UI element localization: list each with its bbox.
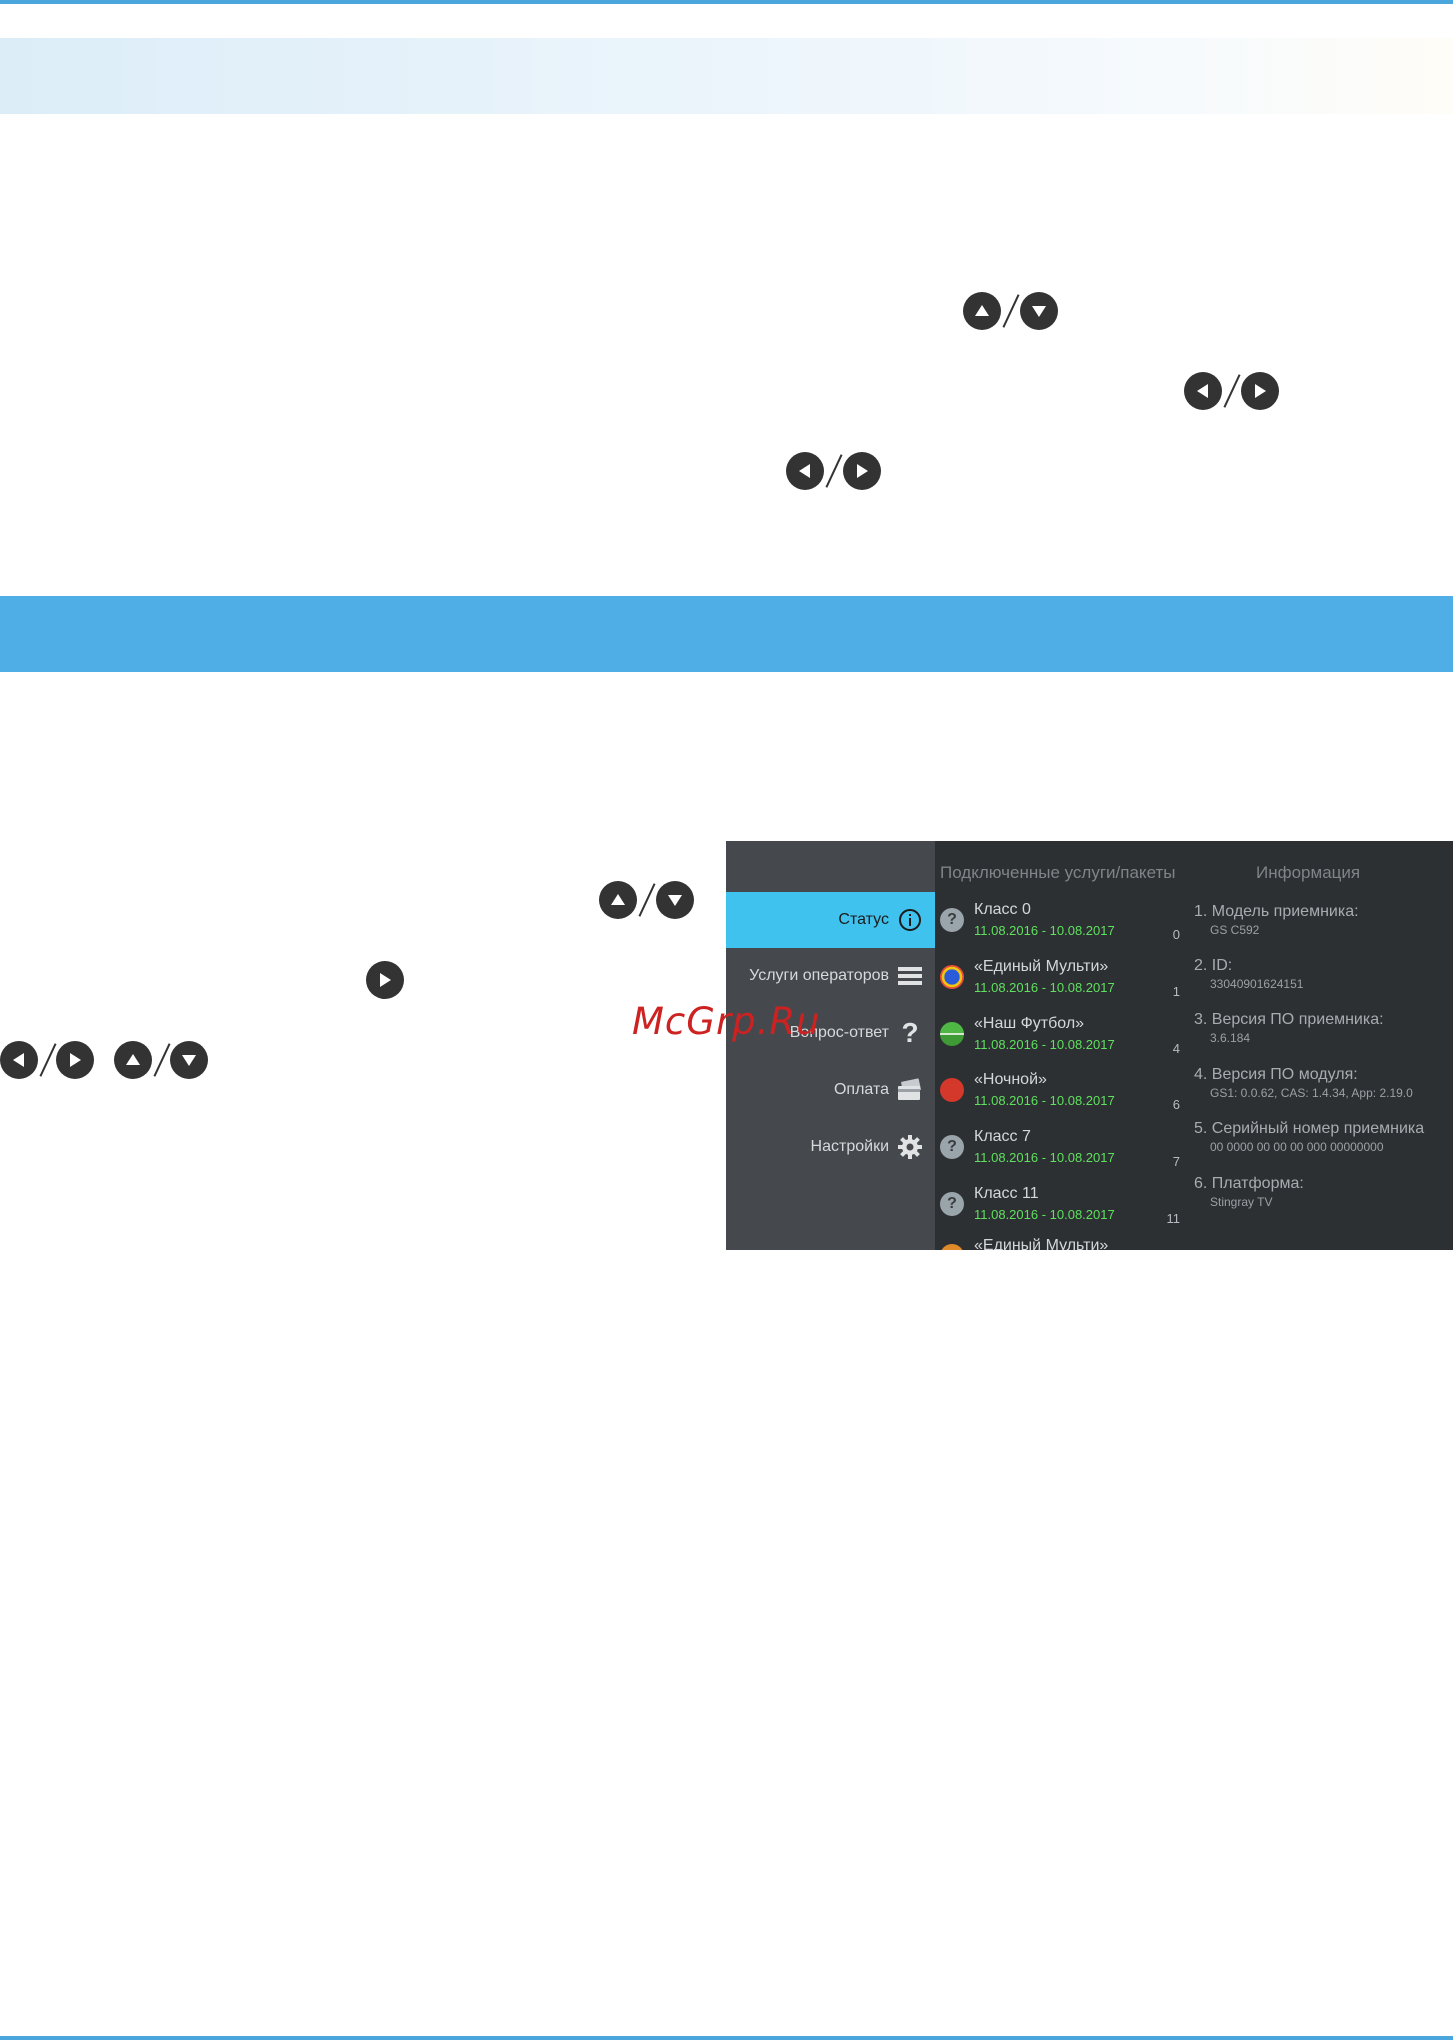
arrow-left-key-icon bbox=[0, 1041, 38, 1079]
service-row[interactable]: «Ночной» 11.08.2016 - 10.08.2017 6 bbox=[940, 1067, 1180, 1123]
menu-item-payment[interactable]: Оплата bbox=[726, 1062, 935, 1118]
slash-separator bbox=[1002, 294, 1020, 328]
watermark: McGrp.Ru bbox=[632, 1000, 821, 1043]
arrow-up-key-icon bbox=[963, 292, 1001, 330]
arrow-up-key-icon bbox=[114, 1041, 152, 1079]
channel-logo-icon bbox=[940, 1244, 964, 1250]
arrow-down-key-icon bbox=[1020, 292, 1058, 330]
slash-separator bbox=[1223, 374, 1241, 408]
slash-separator bbox=[39, 1043, 57, 1077]
list-icon bbox=[897, 963, 923, 989]
service-row[interactable]: ? Класс 0 11.08.2016 - 10.08.2017 0 bbox=[940, 897, 1180, 953]
menu-item-operator-services[interactable]: Услуги операторов bbox=[726, 948, 935, 1004]
services-column-header: Подключенные услуги/пакеты bbox=[940, 863, 1176, 882]
arrow-right-key-icon bbox=[366, 961, 404, 999]
info-module-version: 4. Версия ПО модуля: GS1: 0.0.62, CAS: 1… bbox=[1194, 1066, 1413, 1100]
header-band bbox=[0, 38, 1453, 114]
service-row[interactable]: «Единый Мульти» bbox=[940, 1233, 1180, 1250]
info-serial-number: 5. Серийный номер приемника 00 0000 00 0… bbox=[1194, 1120, 1425, 1154]
arrow-right-key-icon bbox=[843, 452, 881, 490]
channel-logo-icon bbox=[940, 1078, 964, 1102]
menu-item-status[interactable]: Статус bbox=[726, 892, 935, 948]
info-column-header: Информация bbox=[1256, 863, 1361, 882]
section-band bbox=[0, 596, 1453, 672]
question-icon: ? bbox=[940, 1135, 964, 1159]
arrow-left-key-icon bbox=[1184, 372, 1222, 410]
payment-card-icon bbox=[897, 1077, 923, 1103]
question-icon: ? bbox=[901, 1017, 919, 1048]
gear-icon bbox=[897, 1134, 923, 1160]
info-platform: 6. Платформа: Stingray TV bbox=[1194, 1175, 1304, 1209]
menu-item-settings[interactable]: Настройки bbox=[726, 1119, 935, 1175]
service-row[interactable]: «Наш Футбол» 11.08.2016 - 10.08.2017 4 bbox=[940, 1011, 1180, 1067]
channel-logo-icon bbox=[940, 965, 964, 989]
question-icon: ? bbox=[940, 908, 964, 932]
arrow-down-key-icon bbox=[170, 1041, 208, 1079]
slash-separator bbox=[825, 454, 843, 488]
arrow-down-key-icon bbox=[656, 881, 694, 919]
top-rule bbox=[0, 0, 1453, 4]
question-icon: ? bbox=[940, 1192, 964, 1216]
arrow-right-key-icon bbox=[56, 1041, 94, 1079]
info-receiver-version: 3. Версия ПО приемника: 3.6.184 bbox=[1194, 1011, 1384, 1045]
bottom-rule bbox=[0, 2036, 1453, 2040]
tv-status-screen: Статус Услуги операторов Вопрос-ответ ? … bbox=[726, 841, 1453, 1250]
channel-logo-icon bbox=[940, 1022, 964, 1046]
info-icon bbox=[897, 907, 923, 933]
slash-separator bbox=[153, 1043, 171, 1077]
info-model: 1. Модель приемника: GS C592 bbox=[1194, 903, 1359, 937]
arrow-left-key-icon bbox=[786, 452, 824, 490]
menu-item-faq[interactable]: Вопрос-ответ ? bbox=[726, 1005, 935, 1061]
service-row[interactable]: ? Класс 11 11.08.2016 - 10.08.2017 11 bbox=[940, 1181, 1180, 1237]
arrow-right-key-icon bbox=[1241, 372, 1279, 410]
tv-sidebar-menu: Статус Услуги операторов Вопрос-ответ ? … bbox=[726, 841, 935, 1250]
arrow-up-key-icon bbox=[599, 881, 637, 919]
service-row[interactable]: «Единый Мульти» 11.08.2016 - 10.08.2017 … bbox=[940, 954, 1180, 1010]
service-row[interactable]: ? Класс 7 11.08.2016 - 10.08.2017 7 bbox=[940, 1124, 1180, 1180]
info-id: 2. ID: 33040901624151 bbox=[1194, 957, 1304, 991]
slash-separator bbox=[638, 883, 656, 917]
